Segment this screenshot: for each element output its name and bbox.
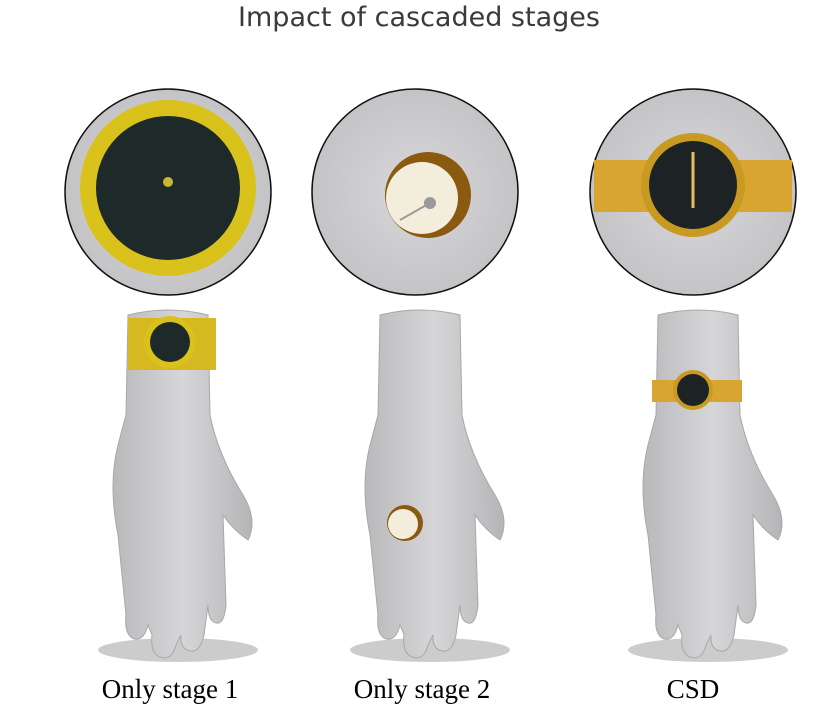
panel-label-stage1: Only stage 1 xyxy=(101,674,239,704)
figure-title: Impact of cascaded stages xyxy=(238,2,600,33)
panel-label-csd: CSD xyxy=(666,674,720,704)
hand-stage1 xyxy=(97,309,259,663)
hand-csd xyxy=(627,309,789,663)
zoom-circle-stage2 xyxy=(311,88,519,296)
hand-stage2 xyxy=(349,309,511,663)
panel-label-stage2: Only stage 2 xyxy=(353,674,491,704)
zoom-circle-csd xyxy=(589,88,797,296)
zoom-circle-stage1 xyxy=(64,88,272,296)
